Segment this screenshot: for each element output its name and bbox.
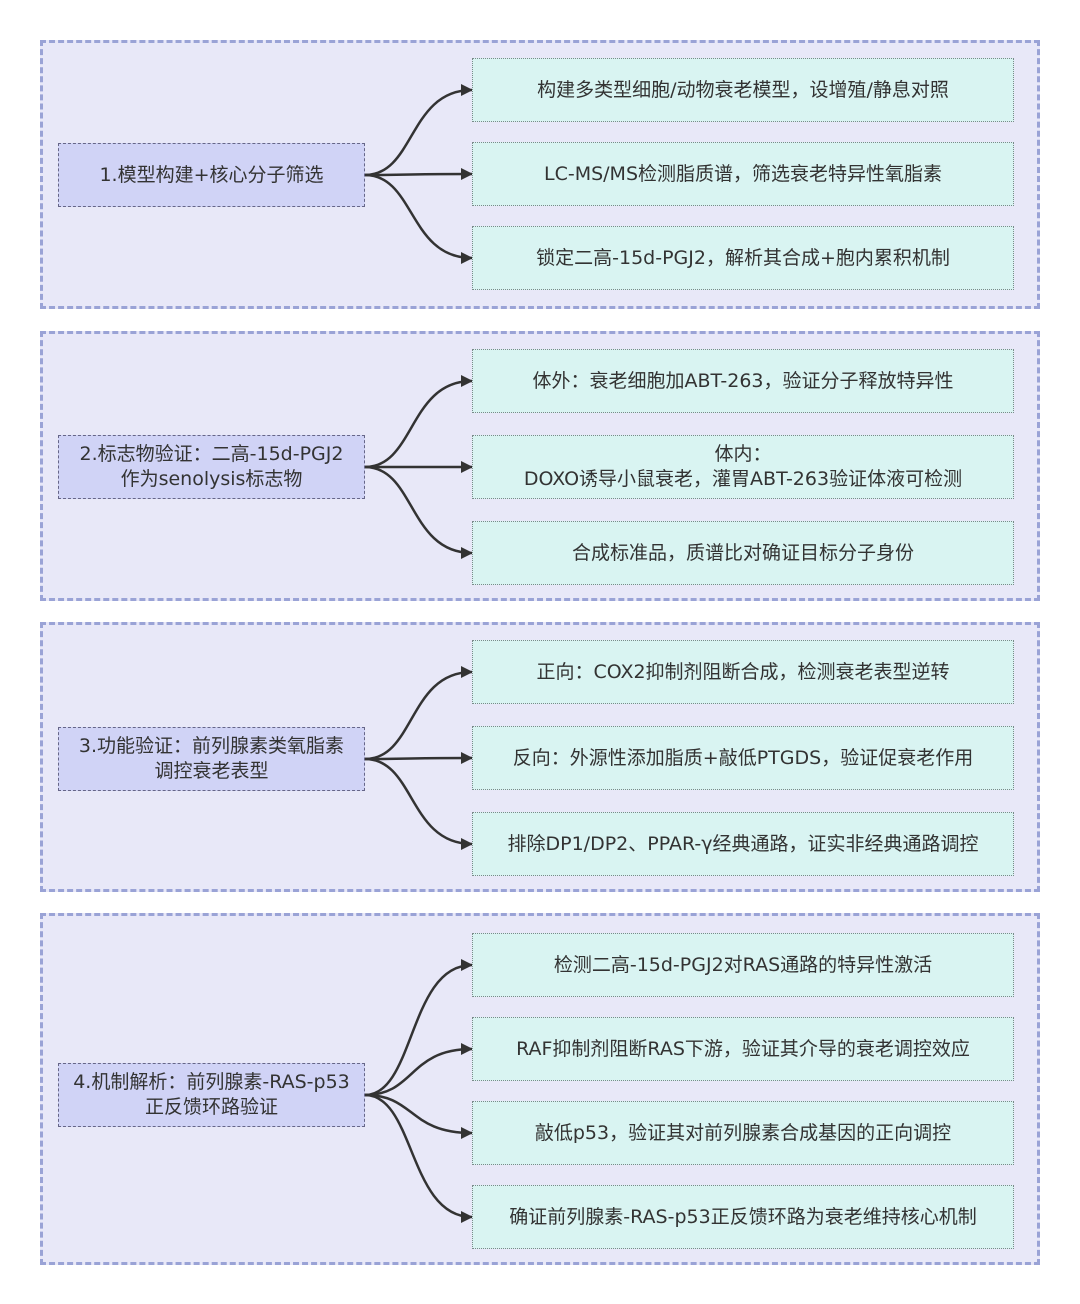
group-1-title-node[interactable]: 1.模型构建+核心分子筛选 — [58, 143, 365, 207]
group-4-step-1[interactable]: 检测二高-15d-PGJ2对RAS通路的特异性激活 — [472, 933, 1014, 997]
group-3-step-3[interactable]: 排除DP1/DP2、PPAR-γ经典通路，证实非经典通路调控 — [472, 812, 1014, 876]
group-4-step-4[interactable]: 确证前列腺素-RAS-p53正反馈环路为衰老维持核心机制 — [472, 1185, 1014, 1249]
group-1-step-1[interactable]: 构建多类型细胞/动物衰老模型，设增殖/静息对照 — [472, 58, 1014, 122]
group-1-step-2[interactable]: LC-MS/MS检测脂质谱，筛选衰老特异性氧脂素 — [472, 142, 1014, 206]
group-4-title-node[interactable]: 4.机制解析：前列腺素-RAS-p53正反馈环路验证 — [58, 1063, 365, 1127]
group-2-step-1[interactable]: 体外：衰老细胞加ABT-263，验证分子释放特异性 — [472, 349, 1014, 413]
group-4-step-3[interactable]: 敲低p53，验证其对前列腺素合成基因的正向调控 — [472, 1101, 1014, 1165]
group-3-title-node[interactable]: 3.功能验证：前列腺素类氧脂素调控衰老表型 — [58, 727, 365, 791]
group-4-step-2[interactable]: RAF抑制剂阻断RAS下游，验证其介导的衰老调控效应 — [472, 1017, 1014, 1081]
group-2-step-2[interactable]: 体内： DOXO诱导小鼠衰老，灌胃ABT-263验证体液可检测 — [472, 435, 1014, 499]
group-3-step-2[interactable]: 反向：外源性添加脂质+敲低PTGDS，验证促衰老作用 — [472, 726, 1014, 790]
group-1-step-3[interactable]: 锁定二高-15d-PGJ2，解析其合成+胞内累积机制 — [472, 226, 1014, 290]
group-3-step-1[interactable]: 正向：COX2抑制剂阻断合成，检测衰老表型逆转 — [472, 640, 1014, 704]
group-2-step-3[interactable]: 合成标准品，质谱比对确证目标分子身份 — [472, 521, 1014, 585]
group-2-title-node[interactable]: 2.标志物验证：二高-15d-PGJ2作为senolysis标志物 — [58, 435, 365, 499]
